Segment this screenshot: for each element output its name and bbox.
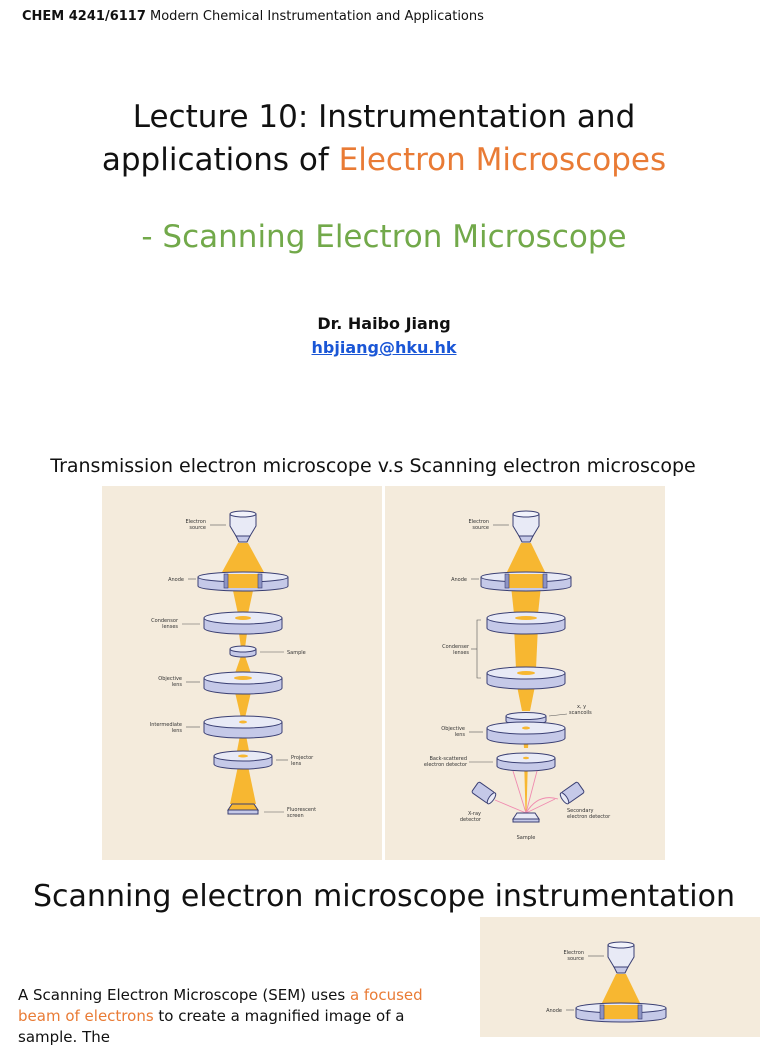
course-header: CHEM 4241/6117 Modern Chemical Instrumen…: [22, 9, 484, 24]
sem-backscatter-detector: [496, 752, 556, 772]
small-leader-lines: [566, 955, 604, 1011]
sem-label-objective-2: lens: [455, 732, 466, 738]
tem-label-screen-1: Fluorescent: [287, 807, 316, 813]
comparison-heading: Transmission electron microscope v.s Sca…: [50, 455, 696, 477]
title-line-2: applications of Electron Microscopes: [0, 139, 768, 182]
course-code: CHEM 4241/6117: [22, 9, 146, 24]
sem-label-scancoils-2: scancoils: [569, 710, 592, 716]
tem-fluorescent-screen: [227, 803, 259, 815]
sem-beam-1: [506, 543, 546, 574]
title-line-1: Lecture 10: Instrumentation and: [132, 99, 636, 135]
sem-objective-lens: [486, 721, 566, 745]
sem-label-secondary-2: electron detector: [567, 814, 611, 820]
sem-label-backscatter-2: electron detector: [424, 762, 468, 768]
tem-label-sample: Sample: [287, 650, 306, 656]
sem-label-electron-source-2: source: [472, 525, 489, 531]
sem-beam-6: [524, 758, 528, 812]
sem-electron-source: [512, 510, 540, 543]
lecture-title: Lecture 10: Instrumentation and applicat…: [0, 96, 768, 182]
section-body: A Scanning Electron Microscope (SEM) use…: [18, 985, 468, 1048]
tem-beam-5: [234, 688, 252, 718]
small-anode: [575, 1002, 667, 1023]
sem-scancoils: [505, 712, 547, 725]
sem-label-condenser-2: lenses: [453, 650, 469, 656]
sem-diagram: Electron source Anode Condenser lenses x…: [385, 486, 665, 860]
tem-label-anode: Anode: [168, 577, 184, 583]
sem-xray-detector: [471, 781, 497, 805]
author-name: Dr. Haibo Jiang: [317, 314, 451, 333]
email-link[interactable]: hbjiang@hku.hk: [311, 338, 457, 357]
sem-small-diagram-svg: Electron source Anode: [546, 941, 667, 1023]
tem-electron-source: [229, 510, 257, 543]
sem-label-scancoils-1: x, y: [577, 704, 586, 710]
tem-label-condensor-2: lenses: [162, 624, 178, 630]
sem-leader-lines: [469, 524, 568, 763]
body-prefix: A Scanning Electron Microscope (SEM) use…: [18, 986, 350, 1004]
section-heading: Scanning electron microscope instrumenta…: [33, 879, 735, 914]
sem-diagram-svg: Electron source Anode Condenser lenses x…: [424, 510, 611, 841]
sem-anode: [480, 571, 572, 592]
sem-condenser-lens-1: [486, 611, 566, 635]
tem-intermediate-lens: [203, 715, 283, 739]
small-electron-source: [607, 941, 635, 974]
sem-beam-2: [511, 586, 541, 614]
sem-label-secondary-1: Secondary: [567, 808, 594, 814]
tem-objective-lens: [203, 671, 283, 695]
tem-beam-4: [234, 656, 252, 676]
sem-label-backscatter-1: Back-scattered: [429, 756, 467, 762]
tem-label-condensor-1: Condensor: [151, 618, 179, 624]
sem-label-electron-source-1: Electron: [468, 519, 489, 525]
sem-secondary-detector: [559, 781, 585, 805]
tem-label-electron-source-1: Electron: [185, 519, 206, 525]
sem-label-objective-1: Objective: [441, 726, 465, 732]
tem-leader-lines: [182, 524, 288, 813]
tem-sample: [229, 645, 257, 658]
sem-label-anode: Anode: [451, 577, 467, 583]
small-beam: [601, 974, 641, 1005]
sem-sample: [512, 812, 540, 823]
tem-label-projector-2: lens: [291, 761, 302, 767]
tem-label-projector-1: Projector: [291, 755, 314, 761]
tem-condenser-lens: [203, 611, 283, 635]
title-accent: Electron Microscopes: [338, 142, 667, 178]
tem-projector-lens: [213, 750, 273, 770]
tem-diagram: Electron source Anode Condensor lenses S…: [102, 486, 382, 860]
tem-label-screen-2: screen: [287, 813, 304, 819]
tem-beam-7: [230, 766, 256, 804]
sem-condenser-lens-2: [486, 666, 566, 690]
tem-diagram-svg: Electron source Anode Condensor lenses S…: [150, 510, 316, 819]
small-label-anode: Anode: [546, 1008, 562, 1014]
sem-label-xray-1: X-ray: [468, 811, 481, 817]
tem-label-intermediate-1: Intermediate: [150, 722, 182, 728]
sem-label-condenser-1: Condenser: [442, 644, 470, 650]
sem-small-diagram: Electron source Anode: [480, 917, 760, 1037]
small-label-electron-source-2: source: [567, 956, 584, 962]
tem-label-objective-1: Objective: [158, 676, 182, 682]
lecture-subtitle: - Scanning Electron Microscope: [141, 219, 627, 255]
course-name: Modern Chemical Instrumentation and Appl…: [150, 9, 484, 24]
author-email[interactable]: hbjiang@hku.hk: [0, 338, 768, 357]
sem-emitted-rays: [494, 770, 559, 814]
tem-label-electron-source-2: source: [189, 525, 206, 531]
title-line-2-prefix: applications of: [101, 142, 339, 178]
tem-beam-2: [232, 586, 254, 614]
sem-beam-3: [514, 626, 538, 669]
sem-label-sample: Sample: [517, 835, 536, 841]
tem-beam-1: [221, 543, 265, 574]
tem-label-intermediate-2: lens: [172, 728, 183, 734]
tem-label-objective-2: lens: [172, 682, 183, 688]
sem-label-xray-2: detector: [460, 817, 482, 823]
small-label-electron-source-1: Electron: [563, 950, 584, 956]
tem-anode: [197, 571, 289, 592]
body-accent: a focused beam of electrons: [18, 986, 423, 1025]
